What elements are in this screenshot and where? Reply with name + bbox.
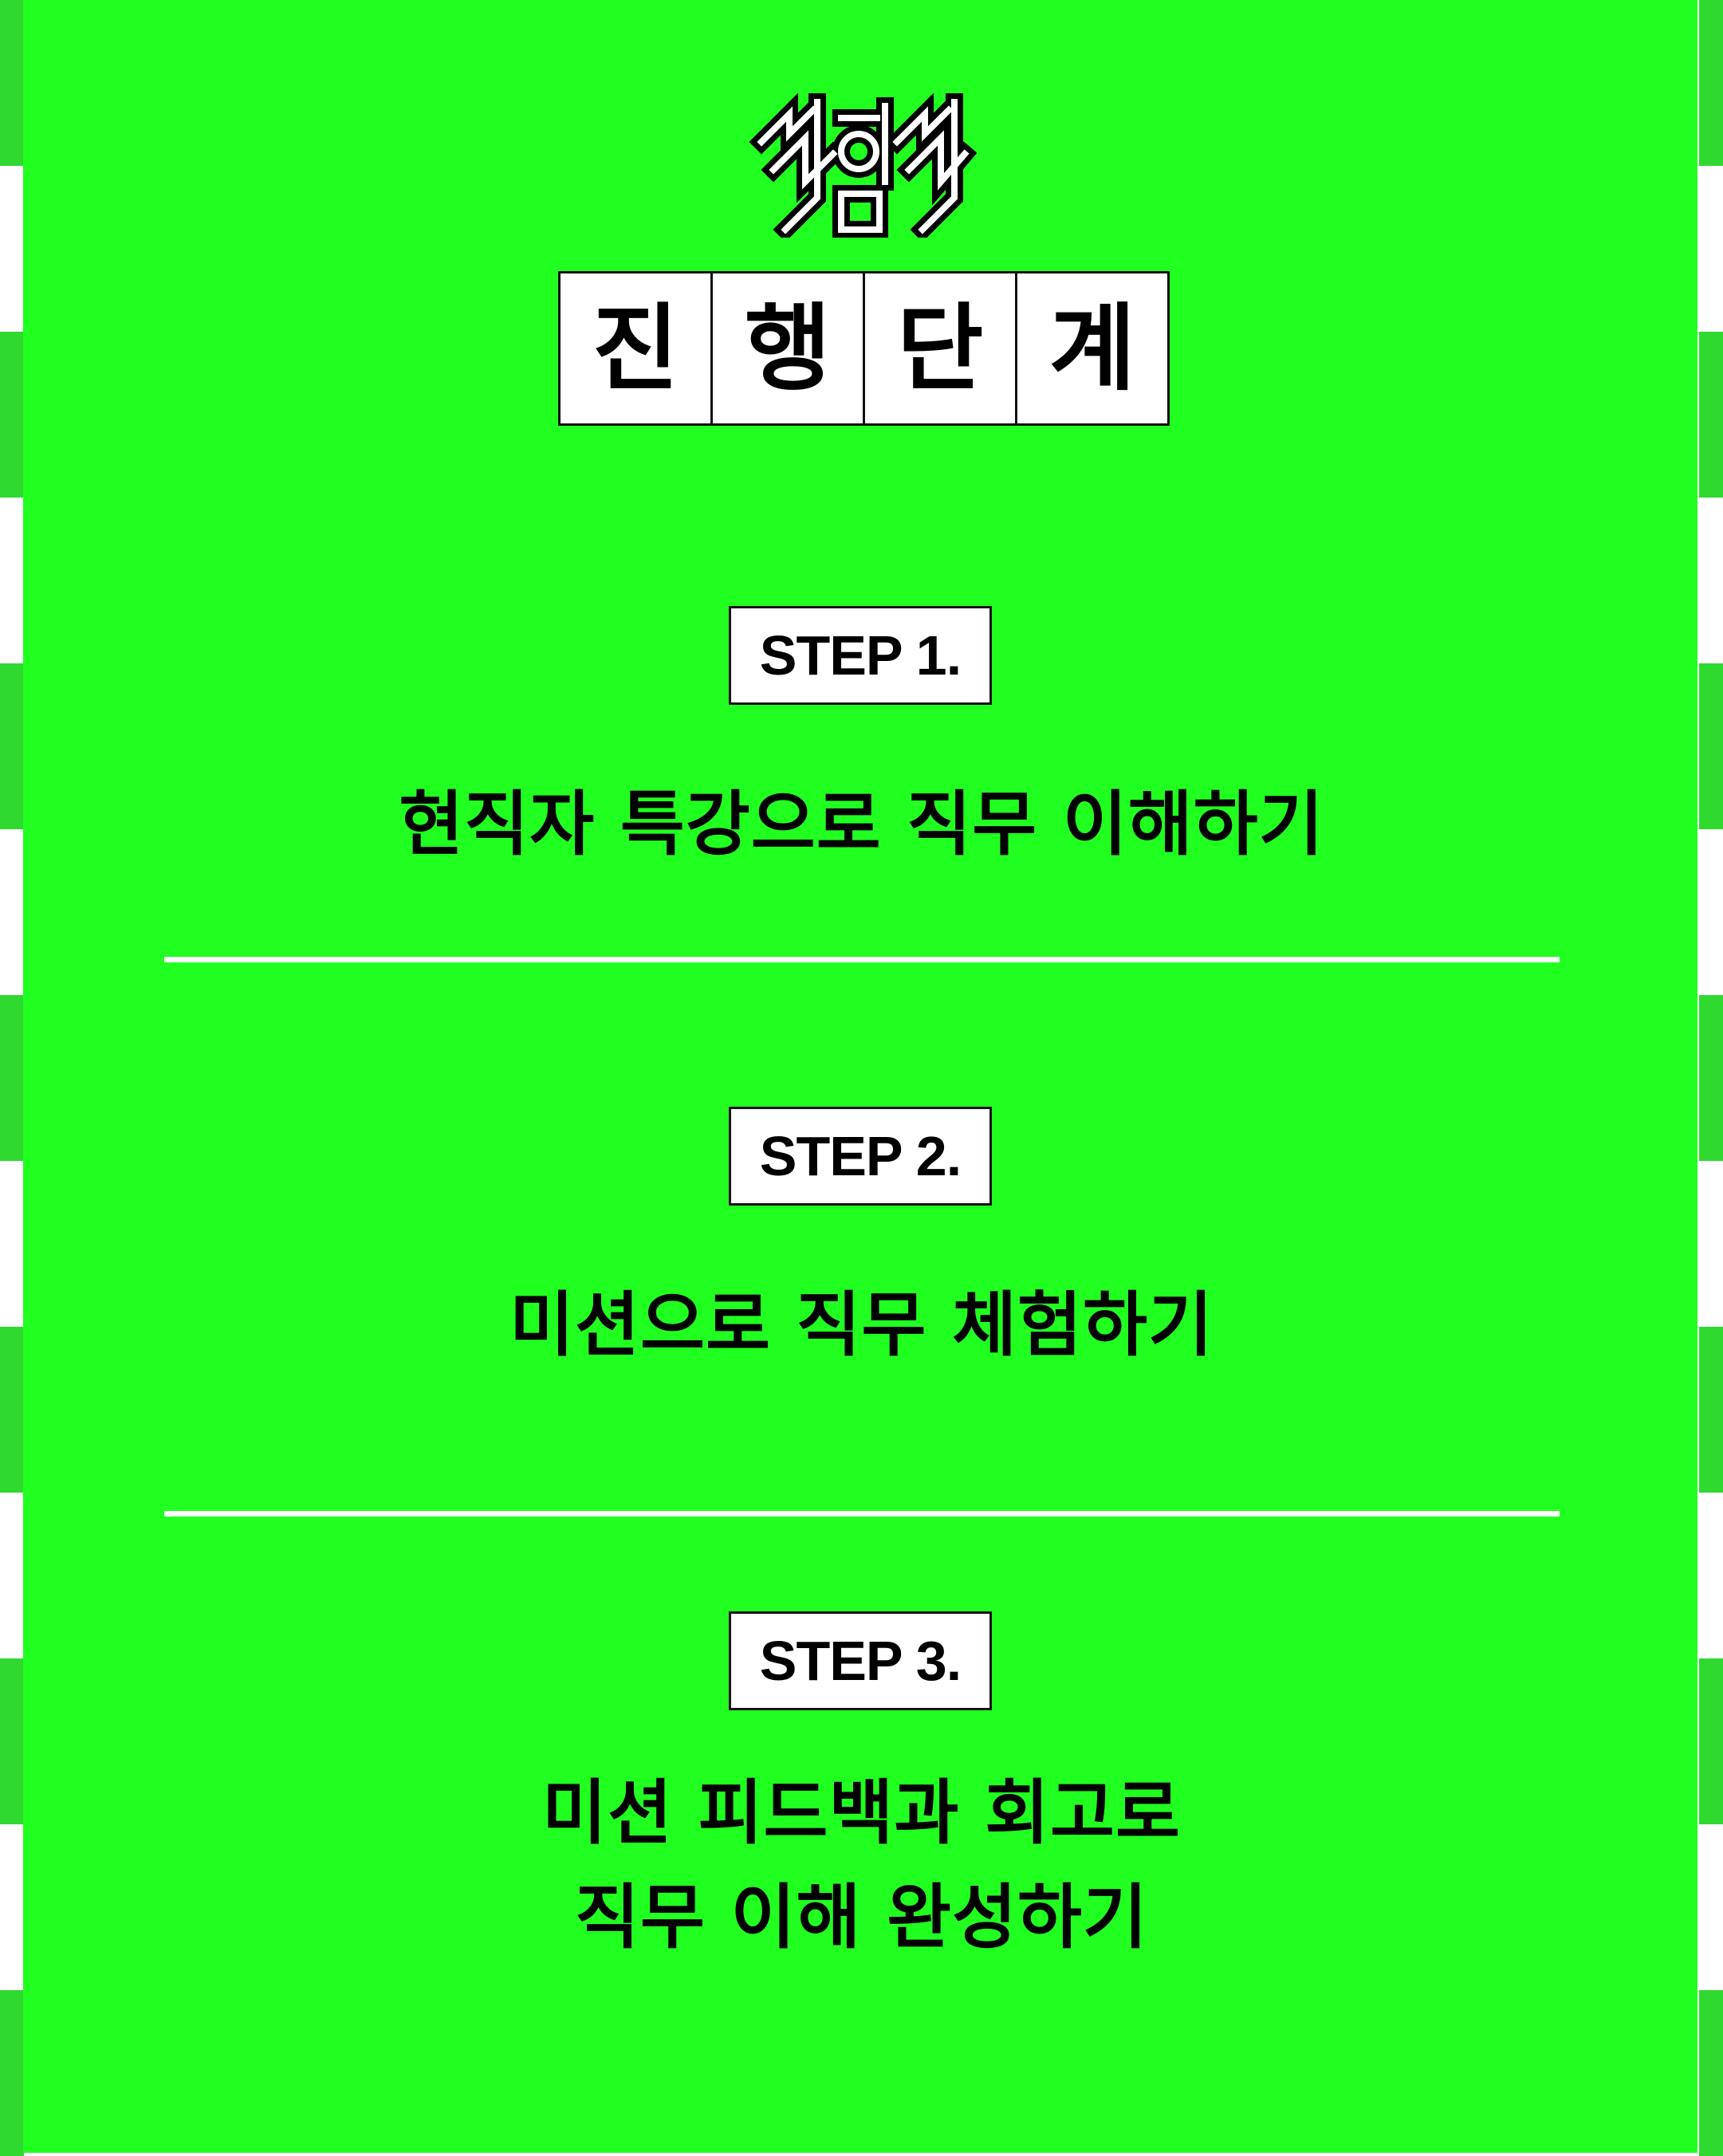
right-edge-stripes bbox=[1699, 0, 1723, 2156]
title-char-box: 단 bbox=[863, 271, 1015, 423]
page-title: 진 행 단 계 bbox=[558, 271, 1170, 426]
title-char-box: 진 bbox=[558, 271, 710, 423]
brand-logo bbox=[749, 92, 977, 238]
title-char-box: 행 bbox=[710, 271, 863, 423]
section-divider bbox=[164, 957, 1560, 962]
step-3-badge: STEP 3. bbox=[729, 1611, 992, 1710]
step-3-description-line-2: 직무 이해 완성하기 bbox=[575, 1876, 1148, 1958]
step-1-description: 현직자 특강으로 직무 이해하기 bbox=[399, 783, 1324, 865]
step-1-badge: STEP 1. bbox=[729, 606, 992, 705]
title-char-box: 계 bbox=[1015, 271, 1170, 423]
step-3-description-line-1: 미션 피드백과 회고로 bbox=[542, 1772, 1181, 1854]
section-divider bbox=[164, 1511, 1560, 1517]
left-edge-stripes bbox=[0, 0, 24, 2156]
step-2-description: 미션으로 직무 체험하기 bbox=[509, 1284, 1214, 1366]
step-2-badge: STEP 2. bbox=[729, 1107, 992, 1206]
